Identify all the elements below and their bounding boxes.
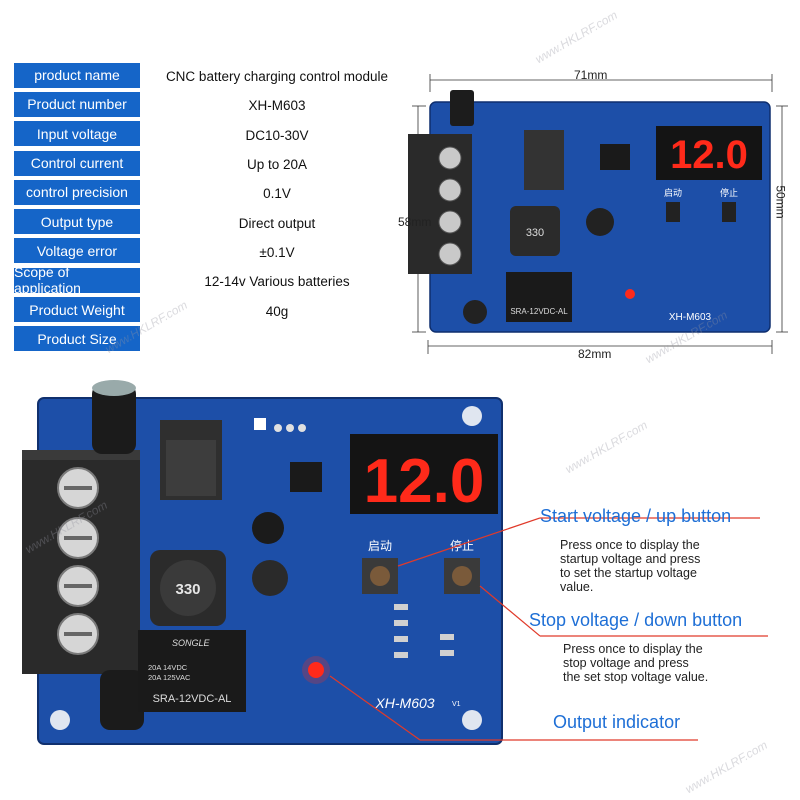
dim-bottom-width: 82mm	[578, 347, 612, 361]
spec-row: Product number XH-M603	[14, 91, 414, 120]
spec-table: product name CNC battery charging control…	[14, 62, 414, 355]
svg-text:20A 14VDC: 20A 14VDC	[148, 663, 188, 672]
small-display-value: 12.0	[670, 133, 748, 177]
spec-label: product name	[14, 62, 140, 91]
start-voltage-callout-title: Start voltage / up button	[540, 506, 732, 526]
start-voltage-callout-desc: Press once to display the startup voltag…	[560, 538, 701, 594]
spec-value: Direct output	[238, 215, 316, 231]
spec-label: control precision	[14, 179, 140, 208]
stop-voltage-callout-desc: Press once to display the stop voltage a…	[563, 642, 709, 684]
spec-value: 40g	[265, 303, 289, 319]
spec-row: Input voltage DC10-30V	[14, 121, 414, 150]
board-model: XH-M603	[374, 695, 434, 711]
dim-left-height: 58mm	[398, 215, 432, 229]
spec-label: Product number	[14, 91, 140, 120]
terminal-block	[22, 450, 140, 674]
spec-row: Scope of application 12-14v Various batte…	[14, 264, 414, 296]
svg-text:20A 125VAC: 20A 125VAC	[148, 673, 191, 682]
spec-row: Output type Direct output	[14, 208, 414, 238]
spec-value: ±0.1V	[259, 244, 295, 260]
small-display	[656, 126, 762, 180]
stop-button-label: 停止	[450, 538, 474, 553]
svg-text:V1: V1	[452, 701, 461, 708]
spec-row: Voltage error ±0.1V	[14, 238, 414, 267]
led-display	[350, 434, 498, 514]
spec-row: Product Size	[14, 326, 414, 355]
svg-text:330: 330	[526, 227, 544, 239]
spec-row: control precision 0.1V	[14, 179, 414, 208]
callout-lines	[329, 517, 540, 741]
output-led	[308, 662, 324, 678]
svg-text:启动: 启动	[664, 187, 682, 198]
spec-value: Up to 20A	[246, 157, 308, 173]
spec-row: Product Weight 40g	[14, 296, 414, 326]
spec-value: XH-M603	[248, 98, 306, 114]
spec-label: Voltage error	[14, 238, 140, 267]
svg-text:停止: 停止	[720, 187, 738, 198]
dim-top-width: 71mm	[574, 68, 608, 82]
spec-label: Output type	[14, 209, 140, 238]
svg-text:SRA-12VDC-AL: SRA-12VDC-AL	[510, 307, 568, 316]
spec-label: Input voltage	[14, 121, 140, 150]
svg-text:XH-M603: XH-M603	[669, 312, 712, 323]
spec-value: CNC battery charging control module	[165, 69, 389, 85]
spec-label: Scope of application	[14, 264, 140, 296]
relay	[138, 630, 246, 712]
spec-row: product name CNC battery charging control…	[14, 62, 414, 91]
spec-value: 0.1V	[263, 186, 291, 202]
inductor-label: 330	[175, 581, 200, 598]
svg-text:SRA-12VDC-AL: SRA-12VDC-AL	[153, 693, 232, 705]
spec-value: DC10-30V	[245, 127, 309, 143]
output-indicator-callout-title: Output indicator	[553, 712, 681, 732]
svg-text:SONGLE: SONGLE	[172, 638, 211, 648]
spec-row: Control current Up to 20A	[14, 150, 414, 179]
start-button-label: 启动	[368, 539, 392, 553]
spec-value: 12-14v Various batteries	[204, 274, 350, 290]
callout-underlines	[540, 517, 768, 741]
stop-voltage-callout-title: Stop voltage / down button	[529, 610, 743, 630]
dimension-drawing: 12.0 330 SRA-12VDC-AL 启动 停止 XH-M603	[408, 74, 788, 354]
spec-label: Product Weight	[14, 297, 140, 326]
led-display-value: 12.0	[364, 447, 485, 516]
spec-label: Control current	[14, 150, 140, 179]
spec-label: Product Size	[14, 326, 140, 355]
board-photo: 330 SONGLE 20A 14VDC 20A 125VAC SRA-12VD…	[22, 380, 540, 745]
